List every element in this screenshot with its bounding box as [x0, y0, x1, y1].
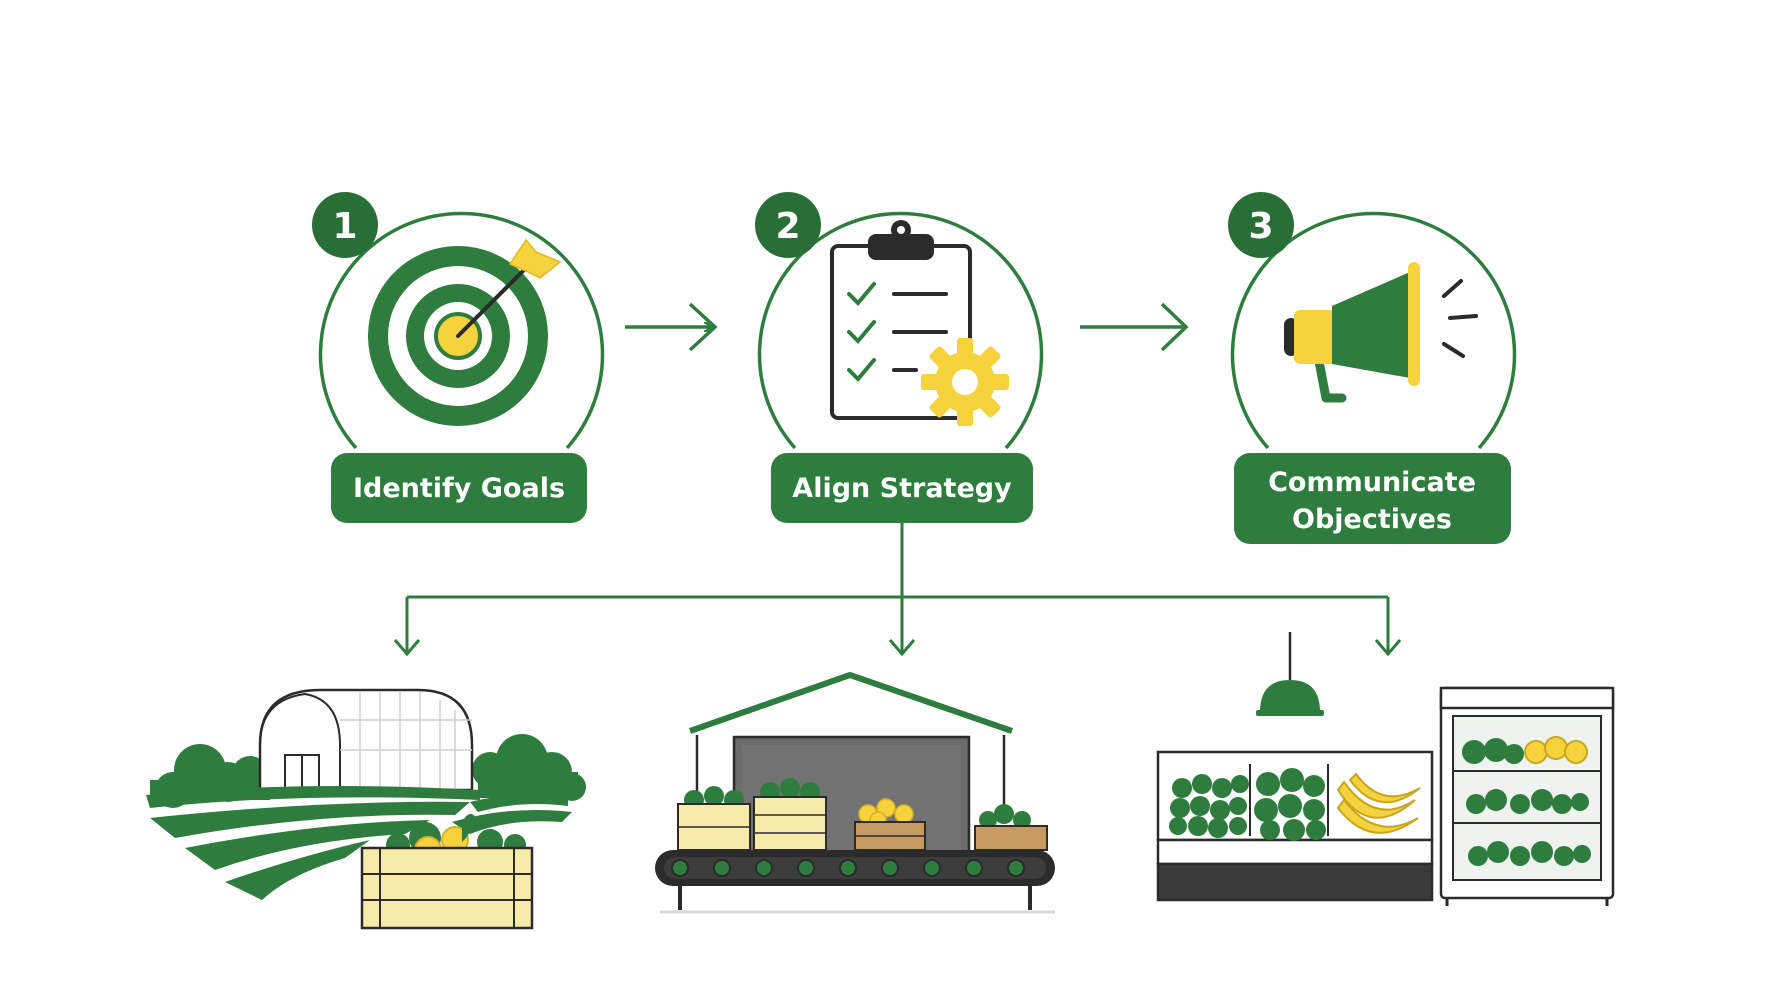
gear-icon: [921, 338, 1009, 426]
step-3-label: Communicate Objectives: [1234, 453, 1511, 544]
step-3-circle: [1230, 211, 1517, 450]
pendant-lamp-icon: [1256, 632, 1324, 716]
step-3: 3 Communicate Objectives: [1228, 192, 1517, 544]
farm-greenhouse-icon: [146, 688, 586, 930]
megaphone-icon: [1284, 262, 1478, 403]
step-3-label-line-2: Objectives: [1292, 504, 1452, 535]
step-2-circle: [757, 211, 1044, 450]
step-1-badge: 1: [312, 192, 378, 258]
refrigerator-icon: [1439, 686, 1615, 906]
step-1-circle: [318, 211, 605, 450]
step-3-label-line-1: Communicate: [1268, 467, 1476, 498]
step-3-badge: 3: [1228, 192, 1294, 258]
step-2-badge: 2: [755, 192, 821, 258]
step-1: 1 Identify Goals: [312, 192, 605, 523]
arrow-step1-to-step2-head: [688, 302, 718, 352]
produce-crate-icon: [360, 813, 534, 930]
arrow-step2-to-step3-head: [1160, 302, 1189, 352]
branch-connectors: [393, 523, 1402, 657]
retail-produce-display-icon: [1156, 632, 1615, 906]
clipboard-gear-icon: [830, 220, 1009, 426]
step-1-label: Identify Goals: [331, 453, 587, 523]
step-2-label-text: Align Strategy: [792, 473, 1012, 504]
step-3-number: 3: [1248, 206, 1273, 247]
warehouse-conveyor-icon: [655, 672, 1055, 914]
target-arrow-icon: [368, 238, 562, 426]
step-2: 2 Align Strategy: [755, 192, 1044, 523]
step-1-label-text: Identify Goals: [353, 473, 565, 504]
step-1-number: 1: [332, 206, 357, 247]
step-2-number: 2: [775, 206, 800, 247]
step-2-label: Align Strategy: [771, 453, 1033, 523]
